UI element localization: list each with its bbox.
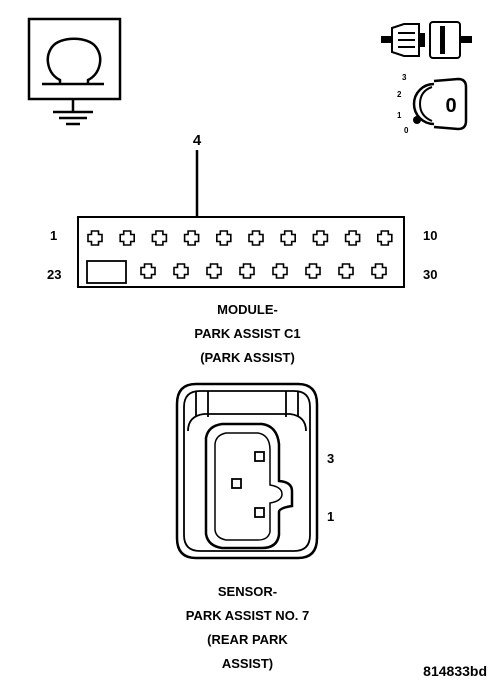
module-title-line-1: MODULE- (217, 302, 278, 317)
sensor-title-line-3: (REAR PARK (207, 632, 288, 647)
ignition-position-2: 2 (397, 90, 402, 99)
pin-label-top-right: 10 (423, 228, 437, 243)
module-connector-key-slot (86, 260, 127, 284)
pin-cavity-top-2 (119, 230, 135, 246)
sensor-pin-label-3: 3 (327, 451, 334, 466)
pin-cavity-bottom-5 (272, 263, 288, 279)
figure-id: 814833bd (423, 663, 487, 679)
sensor-connector-drawing (175, 382, 319, 560)
pin-cavity-bottom-6 (305, 263, 321, 279)
module-connector-body (77, 216, 405, 288)
pin-cavity-top-9 (344, 230, 361, 246)
module-connector-title: MODULE- PARK ASSIST C1 (PARK ASSIST) (0, 298, 495, 370)
module-connector-pins (87, 230, 393, 279)
pin-cavity-bottom-8 (371, 263, 387, 279)
pin-label-bottom-right: 30 (423, 267, 437, 282)
pin-cavity-top-7 (280, 230, 296, 246)
ignition-key-label: 0 (445, 95, 456, 117)
sensor-title-line-1: SENSOR- (217, 584, 278, 599)
ignition-position-3: 3 (402, 73, 407, 82)
sensor-connector-title: SENSOR- PARK ASSIST NO. 7 (REAR PARK ASS… (0, 580, 495, 676)
pin-cavity-top-8 (312, 230, 329, 246)
ignition-position-0: 0 (404, 126, 409, 135)
pin-label-top-left: 1 (50, 228, 57, 243)
module-title-line-2: PARK ASSIST C1 (194, 326, 301, 341)
pin-cavity-top-3 (151, 230, 168, 246)
pin-cavity-top-4 (183, 230, 200, 246)
pin-label-bottom-left: 23 (47, 267, 61, 282)
module-title-line-3: (PARK ASSIST) (200, 350, 295, 365)
pin-cavity-bottom-3 (206, 263, 222, 279)
sensor-title-line-4: ASSIST) (221, 656, 274, 671)
pin-cavity-bottom-1 (140, 263, 156, 279)
pin-cavity-top-5 (216, 230, 232, 246)
sensor-title-line-2: PARK ASSIST NO. 7 (185, 608, 310, 623)
pin-cavity-bottom-7 (338, 263, 354, 279)
pin-cavity-bottom-2 (173, 263, 189, 279)
pin-callout-label: 4 (193, 132, 202, 149)
pin-cavity-top-6 (248, 230, 264, 246)
ignition-key-off-icon: 0 3 2 1 0 (397, 73, 468, 135)
pin-cavity-bottom-4 (239, 263, 255, 279)
pin-cavity-top-10 (377, 230, 393, 246)
ignition-position-1: 1 (397, 111, 402, 120)
connector-disconnect-icon (381, 21, 472, 59)
ohmmeter-ground-icon (27, 17, 122, 126)
pin-cavity-top-1 (87, 230, 103, 246)
sensor-pin-label-1: 1 (327, 509, 334, 524)
